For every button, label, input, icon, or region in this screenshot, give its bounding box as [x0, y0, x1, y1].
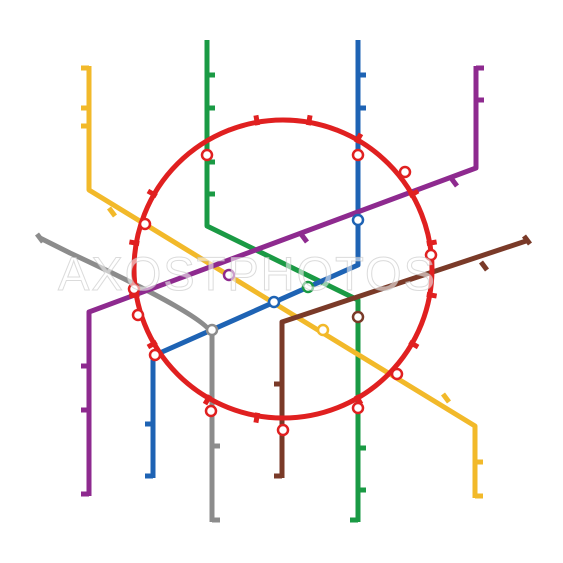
interchange-station[interactable]: [276, 423, 290, 437]
interchange-station[interactable]: [351, 148, 365, 162]
interchange-station[interactable]: [424, 248, 438, 262]
station-tick: [299, 232, 309, 244]
station-tick: [128, 239, 140, 247]
station-tick: [522, 234, 532, 246]
station-tick: [107, 206, 117, 218]
circle-line: [131, 117, 435, 421]
station-tick: [441, 392, 451, 404]
station-tick: [253, 114, 261, 126]
interchange-station[interactable]: [267, 295, 281, 309]
interchange-station[interactable]: [351, 401, 365, 415]
station-tick: [253, 412, 261, 424]
station-tick: [426, 239, 438, 247]
interchange-station[interactable]: [138, 217, 152, 231]
station-tick: [449, 176, 459, 188]
station-tick: [305, 114, 313, 126]
interchange-station[interactable]: [398, 165, 412, 179]
interchange-station[interactable]: [316, 323, 330, 337]
interchange-station[interactable]: [148, 348, 162, 362]
station-ticks: [35, 65, 532, 523]
station-tick: [146, 188, 158, 199]
purple-line: [86, 66, 479, 496]
station-tick: [202, 394, 213, 406]
station-tick: [479, 260, 489, 272]
interchange-station[interactable]: [351, 310, 365, 324]
interchange-stations: [127, 148, 438, 437]
interchange-station[interactable]: [205, 323, 219, 337]
interchange-station[interactable]: [351, 213, 365, 227]
station-tick: [353, 132, 364, 144]
interchange-station[interactable]: [204, 404, 218, 418]
station-tick: [426, 291, 438, 299]
brown-line: [279, 237, 530, 478]
interchange-station[interactable]: [301, 280, 315, 294]
interchange-station[interactable]: [390, 367, 404, 381]
interchange-station[interactable]: [222, 268, 236, 282]
station-tick: [408, 188, 420, 199]
interchange-station[interactable]: [131, 308, 145, 322]
station-tick: [408, 339, 420, 350]
interchange-station[interactable]: [127, 282, 141, 296]
station-tick: [35, 232, 45, 244]
station-tick: [146, 339, 158, 350]
interchange-station[interactable]: [200, 148, 214, 162]
